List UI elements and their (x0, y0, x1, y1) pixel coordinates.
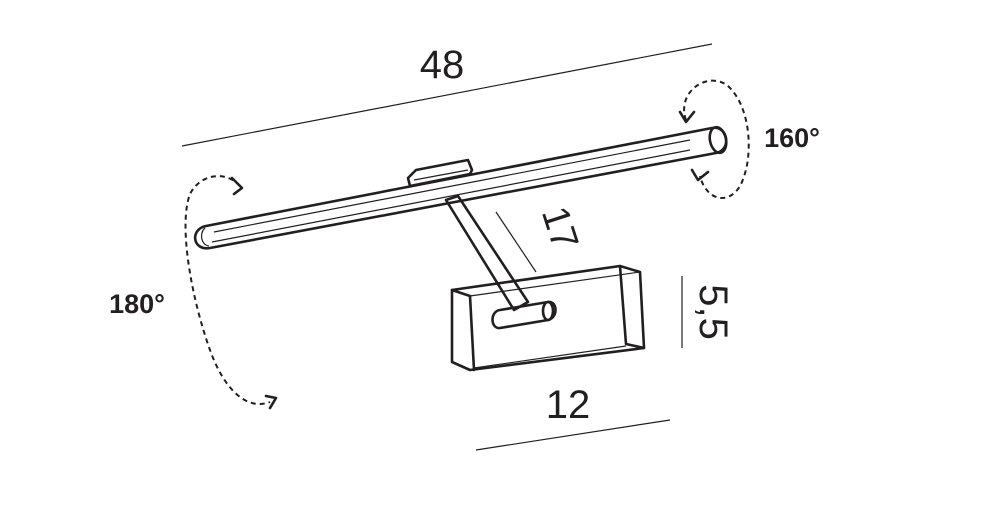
base-width-label: 12 (546, 383, 591, 427)
rotation-right-label: 160° (764, 123, 820, 153)
arm-dimension-line (495, 211, 537, 273)
lamp-arm (444, 194, 530, 312)
wall-base (450, 264, 646, 372)
lamp-bar (193, 125, 728, 250)
arm-joint (491, 300, 557, 330)
rotation-arrow-left (184, 175, 278, 410)
base-width-dimension-line (475, 419, 671, 451)
length-label: 48 (420, 43, 465, 87)
rotation-arrow-right (678, 79, 750, 199)
length-dimension-line (181, 43, 713, 147)
bar-clip (406, 158, 474, 188)
arm-label: 17 (533, 202, 586, 255)
rotation-left-label: 180° (109, 289, 165, 319)
height-label: 5,5 (691, 284, 735, 340)
